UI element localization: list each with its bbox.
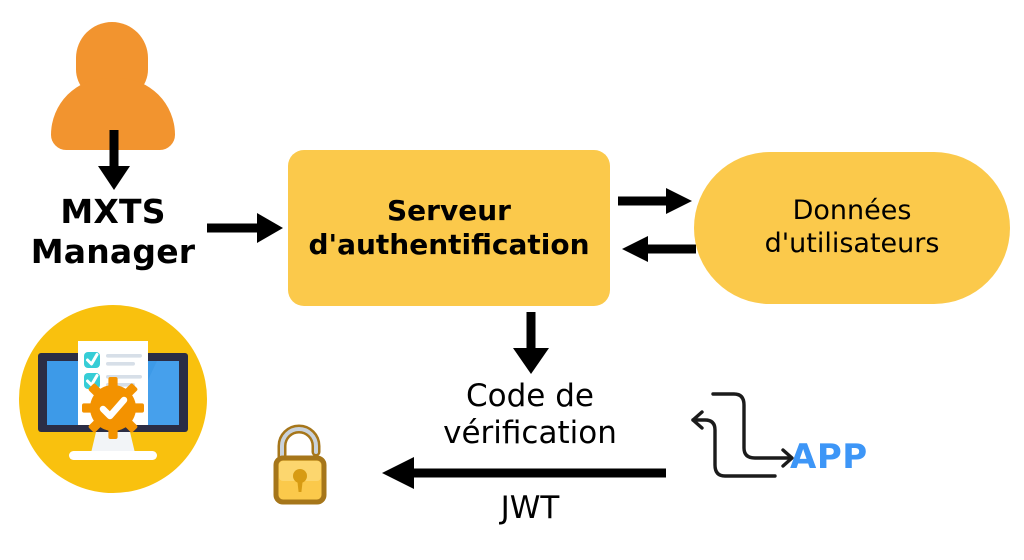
jwt-label-line3: JWT	[500, 490, 560, 526]
user-data-label-line2: d'utilisateurs	[764, 228, 940, 259]
actor-label-line1: MXTS	[60, 192, 166, 231]
verification-label-line2: vérification	[443, 415, 617, 452]
monitor-checklist-badge-icon	[17, 303, 209, 495]
down-arrow-icon	[513, 312, 549, 374]
app-label: APP	[790, 437, 920, 478]
actor-label: MXTS Manager	[13, 192, 213, 271]
edge-verification-to-unlock	[380, 455, 666, 491]
monitor-checklist-badge-glyph	[19, 305, 207, 493]
auth-server-label-line1: Serveur	[387, 193, 511, 227]
actor-label-line2: Manager	[30, 231, 196, 271]
verification-label-line1: Code de	[466, 378, 594, 414]
jwt-label: JWT	[400, 490, 660, 527]
bidirectional-arrows-icon	[618, 188, 696, 262]
down-arrow-icon	[98, 130, 130, 190]
edge-auth-userdata-pair	[618, 186, 698, 270]
person-icon	[50, 22, 176, 150]
right-arrow-icon	[207, 213, 283, 243]
exchange-arrows-glyph	[691, 392, 794, 478]
edge-actor-to-manager	[92, 130, 136, 192]
open-padlock-icon	[248, 418, 332, 510]
node-user-data[interactable]: Données d'utilisateurs	[694, 152, 1010, 304]
edge-manager-to-auth	[207, 208, 285, 248]
open-padlock-glyph	[273, 424, 327, 505]
verification-label: Code de vérification	[400, 378, 660, 452]
left-arrow-icon	[382, 457, 666, 489]
exchange-arrows-icon	[687, 388, 799, 486]
node-auth-server[interactable]: Serveur d'authentification	[288, 150, 610, 306]
user-data-label-line1: Données	[792, 195, 912, 227]
auth-server-label-line2: d'authentification	[308, 228, 590, 261]
edge-auth-to-verification	[507, 312, 555, 376]
app-label-text: APP	[790, 437, 868, 477]
